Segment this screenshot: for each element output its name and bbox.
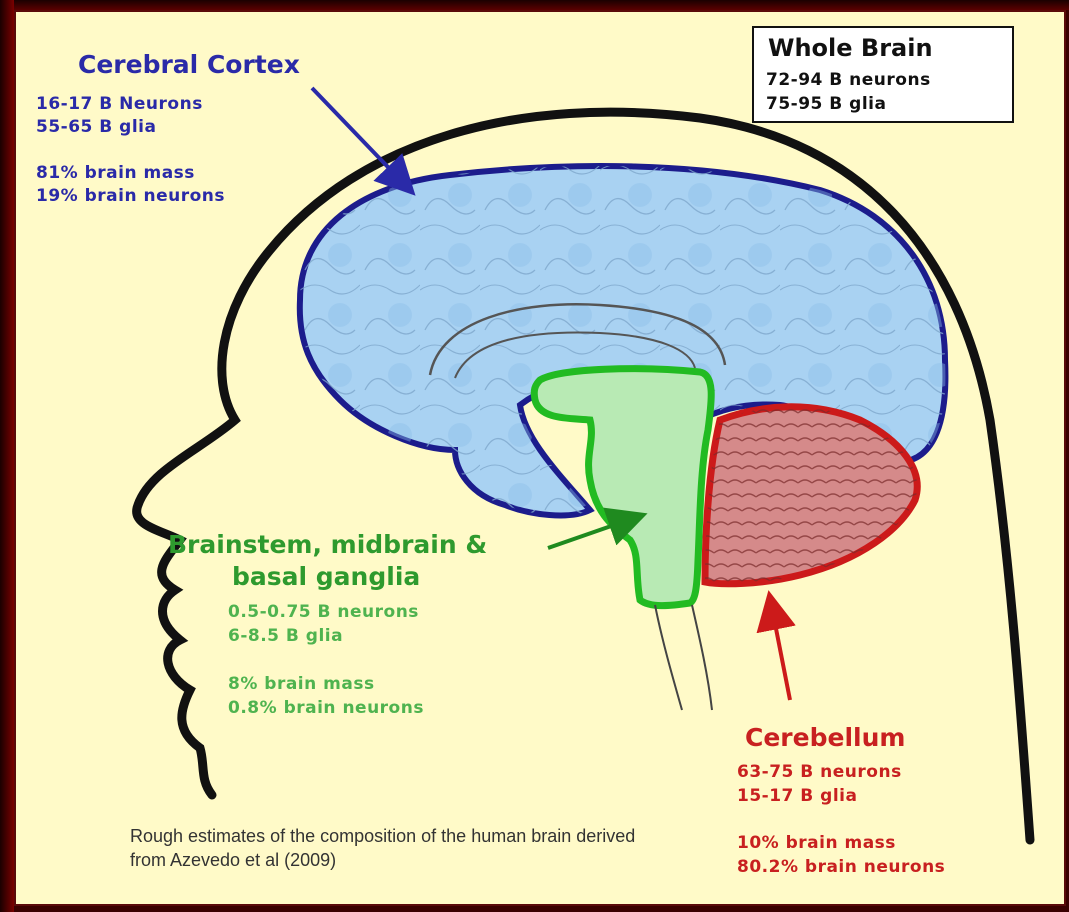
cerebellum-arrow-icon [770,598,790,700]
cerebellum-brain-mass: 10% brain mass [737,833,896,853]
brainstem-glia: 6-8.5 B glia [228,626,343,646]
cortex-neurons: 16-17 B Neurons [36,94,203,114]
cerebellum-glia: 15-17 B glia [737,786,857,806]
brainstem-neurons: 0.5-0.75 B neurons [228,602,419,622]
whole-brain-glia: 75-95 B glia [766,94,886,114]
whole-brain-title: Whole Brain [768,34,933,62]
brainstem-title-line1: Brainstem, midbrain & [168,530,487,559]
whole-brain-box: Whole Brain 72-94 B neurons 75-95 B glia [752,26,1014,123]
cerebral-cortex-title: Cerebral Cortex [78,50,300,79]
brainstem-brain-neurons: 0.8% brain neurons [228,698,424,718]
cerebellum-title: Cerebellum [745,723,905,752]
whole-brain-neurons: 72-94 B neurons [766,70,931,90]
cerebellum-neurons: 63-75 B neurons [737,762,902,782]
cerebellum-brain-neurons: 80.2% brain neurons [737,857,945,877]
cortex-glia: 55-65 B glia [36,117,156,137]
cortex-brain-mass: 81% brain mass [36,163,195,183]
spinal-cord-line [655,605,682,710]
cortex-brain-neurons: 19% brain neurons [36,186,225,206]
brainstem-title-line2: basal ganglia [232,562,420,591]
brainstem-brain-mass: 8% brain mass [228,674,375,694]
figure-caption: Rough estimates of the composition of th… [130,824,650,872]
